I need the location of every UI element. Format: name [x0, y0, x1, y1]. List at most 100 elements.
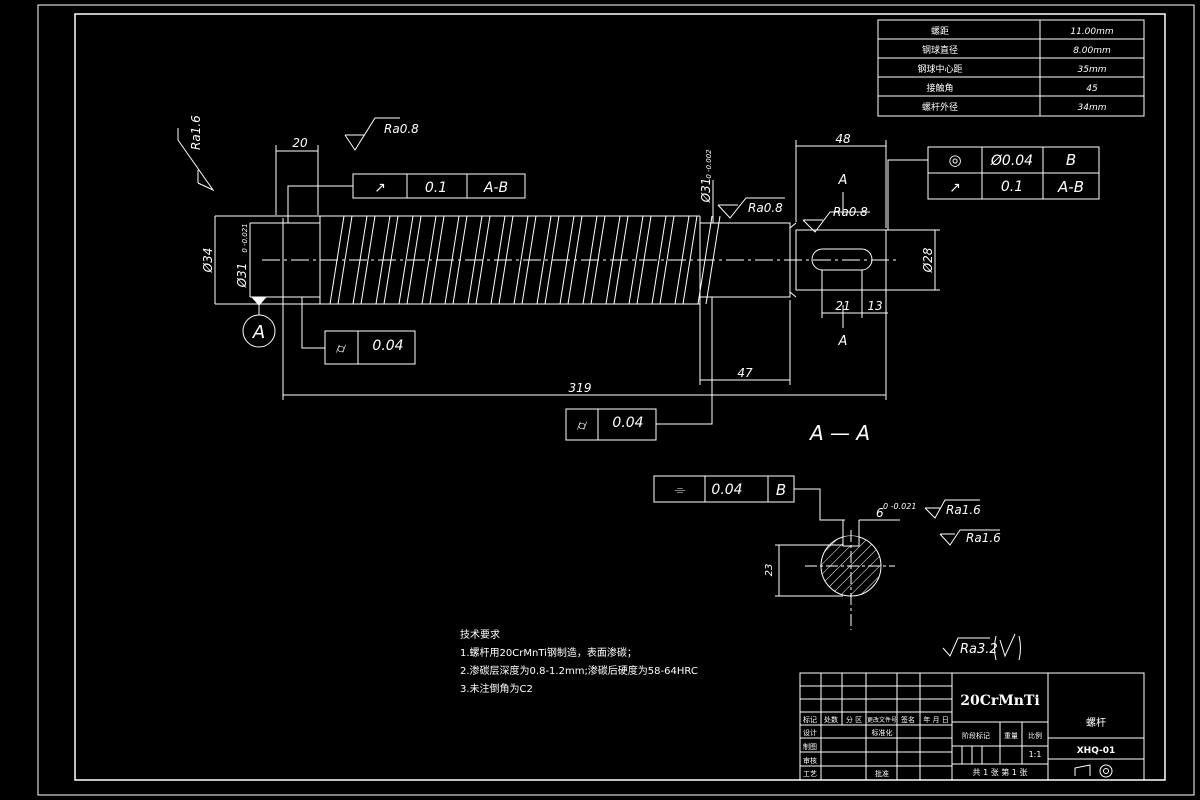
roughness-top: Ra0.8: [384, 122, 419, 136]
tb-h-zone: 分 区: [846, 715, 862, 724]
tb-h-weight: 重量: [1004, 732, 1018, 740]
spec-label-ball-center: 钢球中心距: [917, 63, 962, 75]
fcf5-symbol: ⌯: [674, 482, 685, 498]
tb-h-date: 年 月 日: [923, 715, 948, 724]
roughness-sec-1: Ra1.6: [946, 503, 981, 517]
dim-dia-31-tol: 0 -0.021: [241, 223, 249, 252]
tb-h-mark: 标记: [803, 715, 817, 724]
dim-dia-34: Ø34: [201, 248, 215, 274]
fcf3-value: 0.04: [612, 415, 643, 431]
spec-label-pitch: 螺距: [931, 26, 949, 37]
fcf1-ref: A-B: [483, 180, 508, 196]
roughness-general: Ra3.2: [960, 642, 998, 657]
dim-text: 20 48 319 47 21 13 Ø34 Ø31 0 -0.021 Ø31 …: [201, 132, 935, 395]
spec-label-contact-angle: 接触角: [926, 82, 953, 94]
tb-h-process: 工艺: [803, 770, 817, 778]
thread-crest-line: [651, 215, 667, 305]
fcf4a-value: Ø0.04: [990, 153, 1033, 169]
section-marker-a-bottom: A: [838, 334, 848, 349]
fcf4a-ref: B: [1066, 151, 1076, 169]
thread-crest-line: [536, 215, 552, 305]
notes-line-2: 2.渗碳层深度为0.8-1.2mm;渗碳后硬度为58-64HRC: [460, 664, 698, 677]
notes-title: 技术要求: [460, 628, 500, 641]
tb-h-ratio: 比例: [1028, 731, 1042, 740]
datum-a-label: A: [252, 322, 265, 343]
dim-dia-28: Ø28: [921, 247, 935, 273]
fcf-symmetry: [653, 475, 845, 521]
roughness-mid-2: Ra0.8: [833, 205, 868, 219]
fcf-runout-left: [287, 173, 526, 223]
roughness-symbols: [177, 117, 870, 233]
spec-label-outer-dia: 螺杆外径: [922, 101, 958, 113]
thread-root-line: [360, 215, 376, 305]
tb-drawing-no: XHQ-01: [1077, 746, 1116, 756]
title-block: [799, 672, 1145, 781]
dim-dia-31-right: Ø31: [699, 178, 713, 204]
fcf2-symbol: ⌭: [336, 341, 346, 357]
fcf2-value: 0.04: [372, 338, 403, 354]
technical-notes: 技术要求 1.螺杆用20CrMnTi钢制造，表面渗碳； 2.渗碳层深度为0.8-…: [460, 628, 698, 695]
dim-20: 20: [292, 136, 308, 150]
tb-h-docno: 更改文件号: [867, 716, 897, 724]
dim-6: 6: [876, 506, 884, 520]
section-title: A — A: [808, 421, 870, 445]
general-roughness: [942, 633, 1021, 661]
outer-border: [37, 4, 1195, 796]
fcf5-value: 0.04: [711, 482, 742, 498]
tb-h-sign: 签名: [901, 715, 915, 724]
fcf3-symbol: ⌭: [577, 418, 587, 434]
tb-h-std: 标准化: [872, 728, 893, 737]
tb-h-design: 设计: [803, 728, 817, 737]
spec-table: 螺距 11.00mm 钢球直径 8.00mm 钢球中心距 35mm 接触角 45…: [877, 19, 1145, 117]
tb-h-draw: 制图: [803, 742, 817, 751]
tb-h-count: 处数: [824, 715, 838, 724]
dim-dia-31: Ø31: [235, 263, 249, 289]
tb-scale: 1:1: [1029, 750, 1042, 759]
dim-47: 47: [737, 366, 753, 380]
fcf4b-symbol: ↗: [949, 180, 961, 196]
spec-value-ball-dia: 8.00mm: [1073, 46, 1111, 56]
dimension-lines: [214, 140, 940, 400]
section-dims: [775, 499, 1000, 597]
dim-dia-31-right-tol: 0 -0.002: [705, 149, 713, 179]
dim-48: 48: [835, 132, 851, 146]
tb-h-approve: 批准: [875, 769, 889, 778]
notes-line-3: 3.未注倒角为C2: [460, 682, 533, 695]
spec-value-contact-angle: 45: [1086, 84, 1098, 94]
thread-root-line: [659, 215, 675, 305]
datum-a-symbol: [242, 296, 276, 348]
thread-crest-line: [398, 215, 414, 305]
fcf5-ref: B: [776, 481, 786, 499]
roughness-left: Ra1.6: [189, 115, 203, 150]
tb-part-name: 螺杆: [1086, 717, 1106, 729]
dim-6-tol: 0 -0.021: [883, 502, 916, 511]
fcf4a-symbol: ◎: [948, 151, 961, 169]
spec-value-ball-center: 35mm: [1078, 65, 1107, 75]
spec-value-outer-dia: 34mm: [1078, 103, 1107, 113]
dim-319: 319: [569, 381, 592, 395]
fcf1-symbol: ↗: [374, 180, 386, 196]
dim-23: 23: [764, 564, 775, 577]
title-block-text: 20CrMnTi 螺杆 XHQ-01 1:1 标记 处数 分 区 更改文件号 签…: [803, 693, 1115, 778]
fcf4b-value: 0.1: [1001, 179, 1023, 195]
tb-h-stage: 阶段标记: [962, 731, 990, 740]
fcf-cylindricity-left: [301, 297, 416, 365]
projection-symbol: [1074, 764, 1113, 778]
inner-border: [74, 13, 1166, 781]
dim-13: 13: [867, 299, 882, 313]
thread-crest-line: [628, 215, 644, 305]
tb-sheets: 共 1 张 第 1 张: [973, 767, 1028, 777]
section-marker-a-top: A: [838, 173, 848, 188]
fcf-cylindricity-right: [565, 297, 713, 441]
thread-crest-line: [513, 215, 529, 305]
fcf1-value: 0.1: [425, 180, 447, 196]
spec-label-ball-dia: 钢球直径: [922, 44, 958, 56]
roughness-mid-1: Ra0.8: [748, 201, 783, 215]
fcf4b-ref: A-B: [1057, 178, 1084, 196]
fcf-right-composite: [887, 146, 1100, 230]
spec-value-pitch: 11.00mm: [1070, 27, 1114, 37]
roughness-sec-2: Ra1.6: [966, 531, 1001, 545]
notes-line-1: 1.螺杆用20CrMnTi钢制造，表面渗碳；: [460, 646, 637, 659]
tb-material: 20CrMnTi: [960, 693, 1039, 709]
